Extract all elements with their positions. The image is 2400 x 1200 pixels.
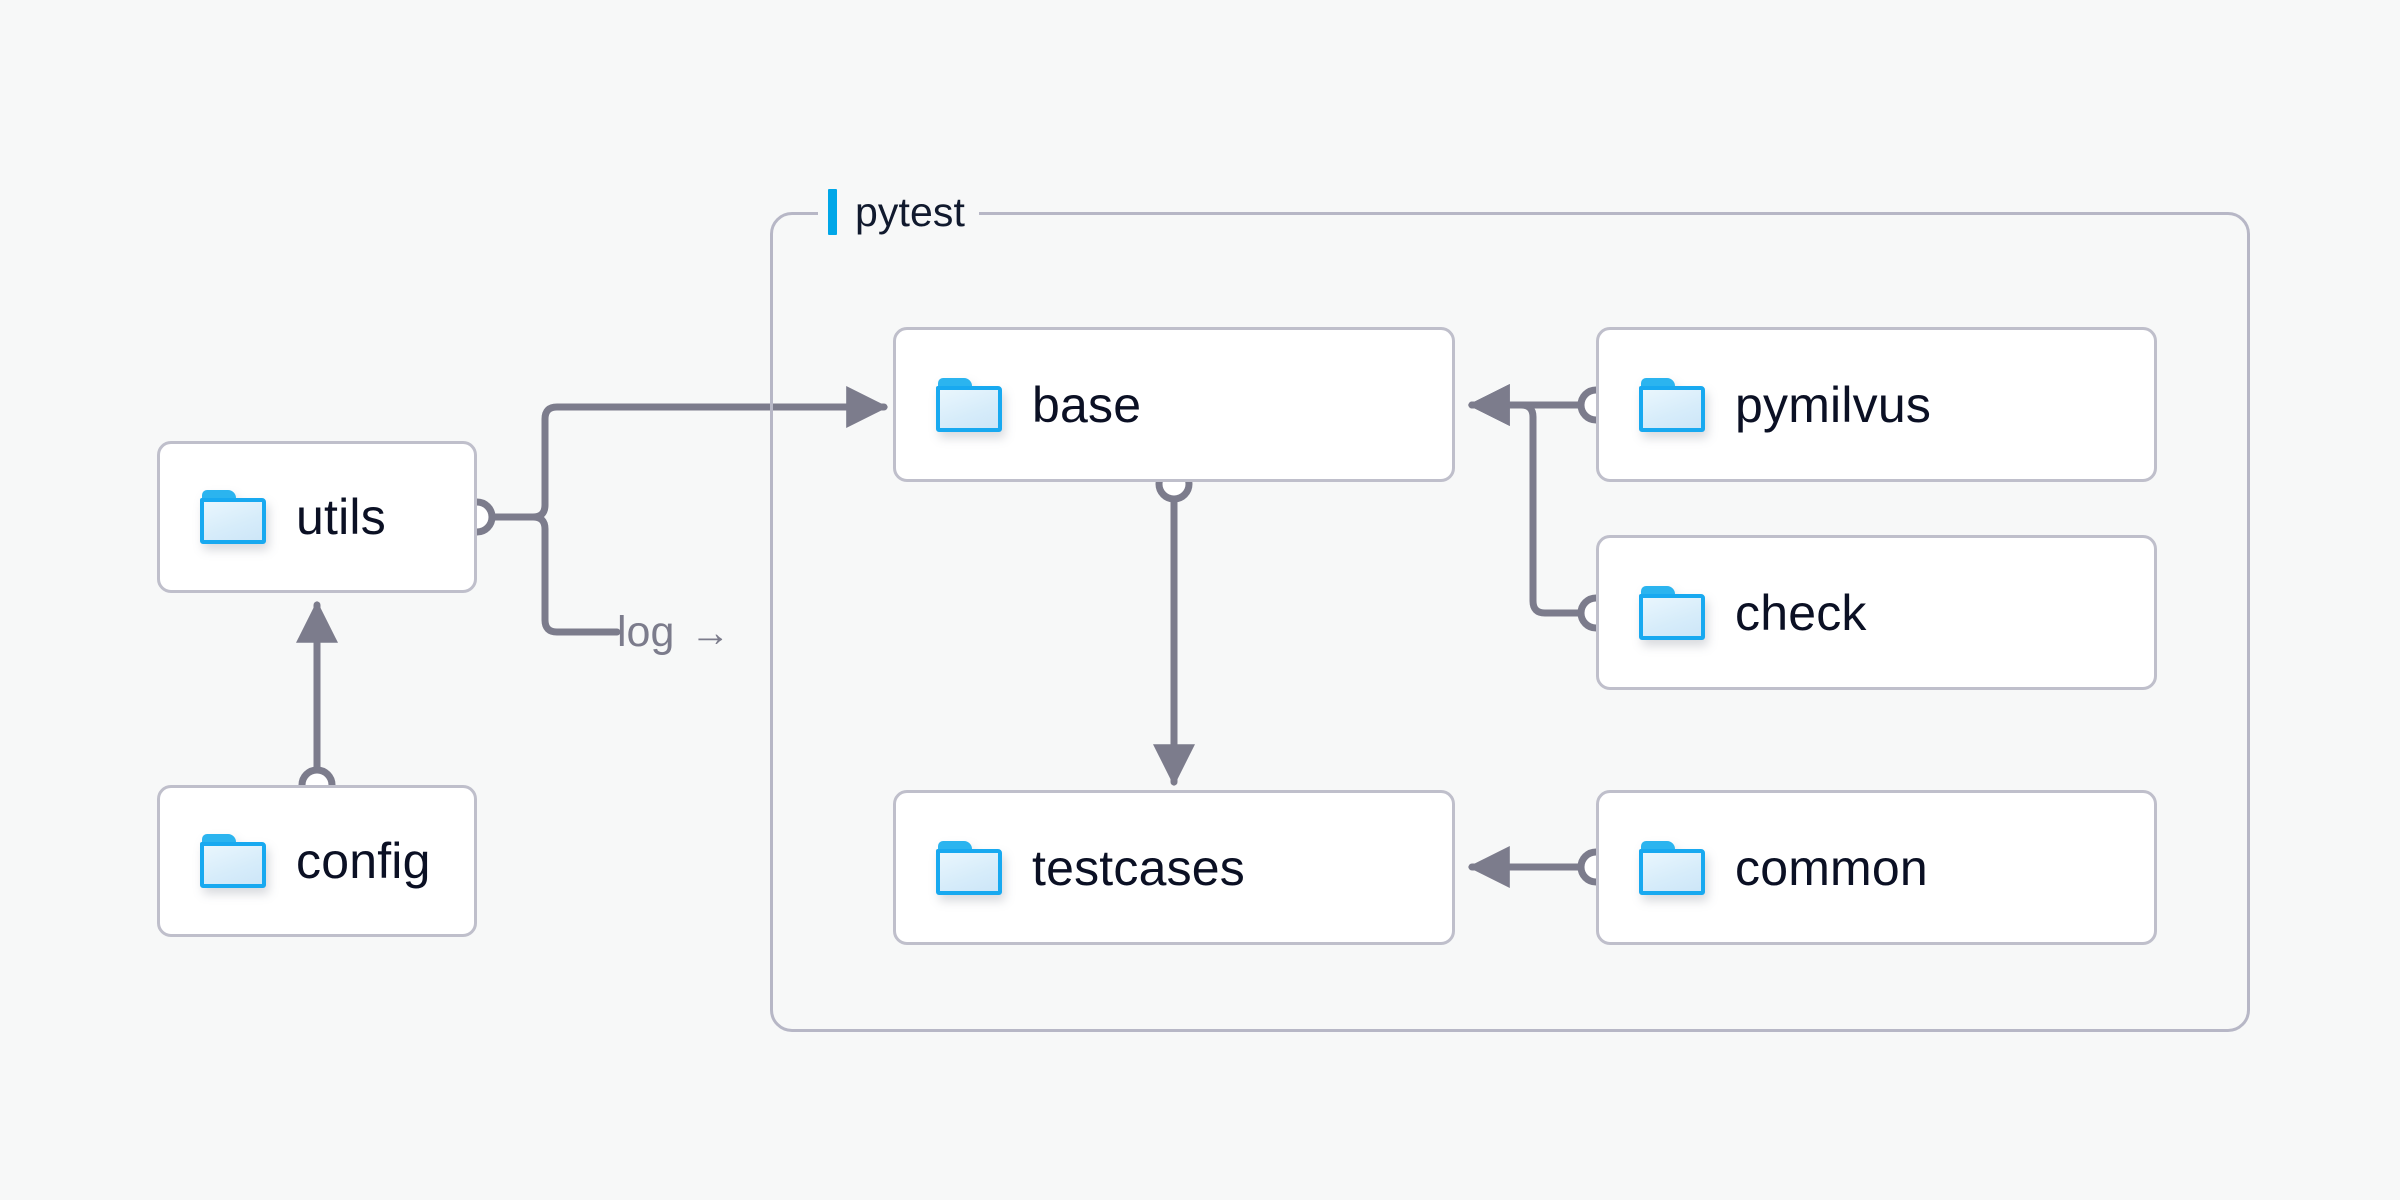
node-pymilvus[interactable]: pymilvus [1596, 327, 2157, 482]
node-config[interactable]: config [157, 785, 477, 937]
node-label: pymilvus [1735, 376, 1932, 433]
folder-icon [1639, 585, 1705, 640]
node-label: utils [296, 489, 386, 545]
node-label: common [1735, 839, 1928, 896]
pytest-group-container [770, 212, 2250, 1032]
folder-icon [1639, 840, 1705, 895]
edge-utils-to-log [529, 513, 621, 636]
node-utils[interactable]: utils [157, 441, 477, 593]
node-testcases[interactable]: testcases [893, 790, 1455, 945]
node-label: base [1032, 376, 1142, 433]
group-label-text: pytest [855, 188, 965, 235]
node-check[interactable]: check [1596, 535, 2157, 690]
edge-label-log: log → [617, 608, 730, 657]
node-base[interactable]: base [893, 327, 1455, 482]
node-common[interactable]: common [1596, 790, 2157, 945]
folder-icon [936, 377, 1002, 432]
arrow-right-icon: → [690, 610, 731, 655]
pytest-group-label: pytest [818, 185, 979, 239]
folder-icon [1639, 377, 1705, 432]
node-label: check [1735, 584, 1867, 641]
edge-label-log-text: log [617, 608, 675, 656]
node-label: config [296, 833, 431, 889]
node-label: testcases [1032, 839, 1246, 896]
group-accent-bar [828, 189, 837, 235]
folder-icon [936, 840, 1002, 895]
folder-icon [200, 490, 266, 544]
folder-icon [200, 834, 266, 888]
